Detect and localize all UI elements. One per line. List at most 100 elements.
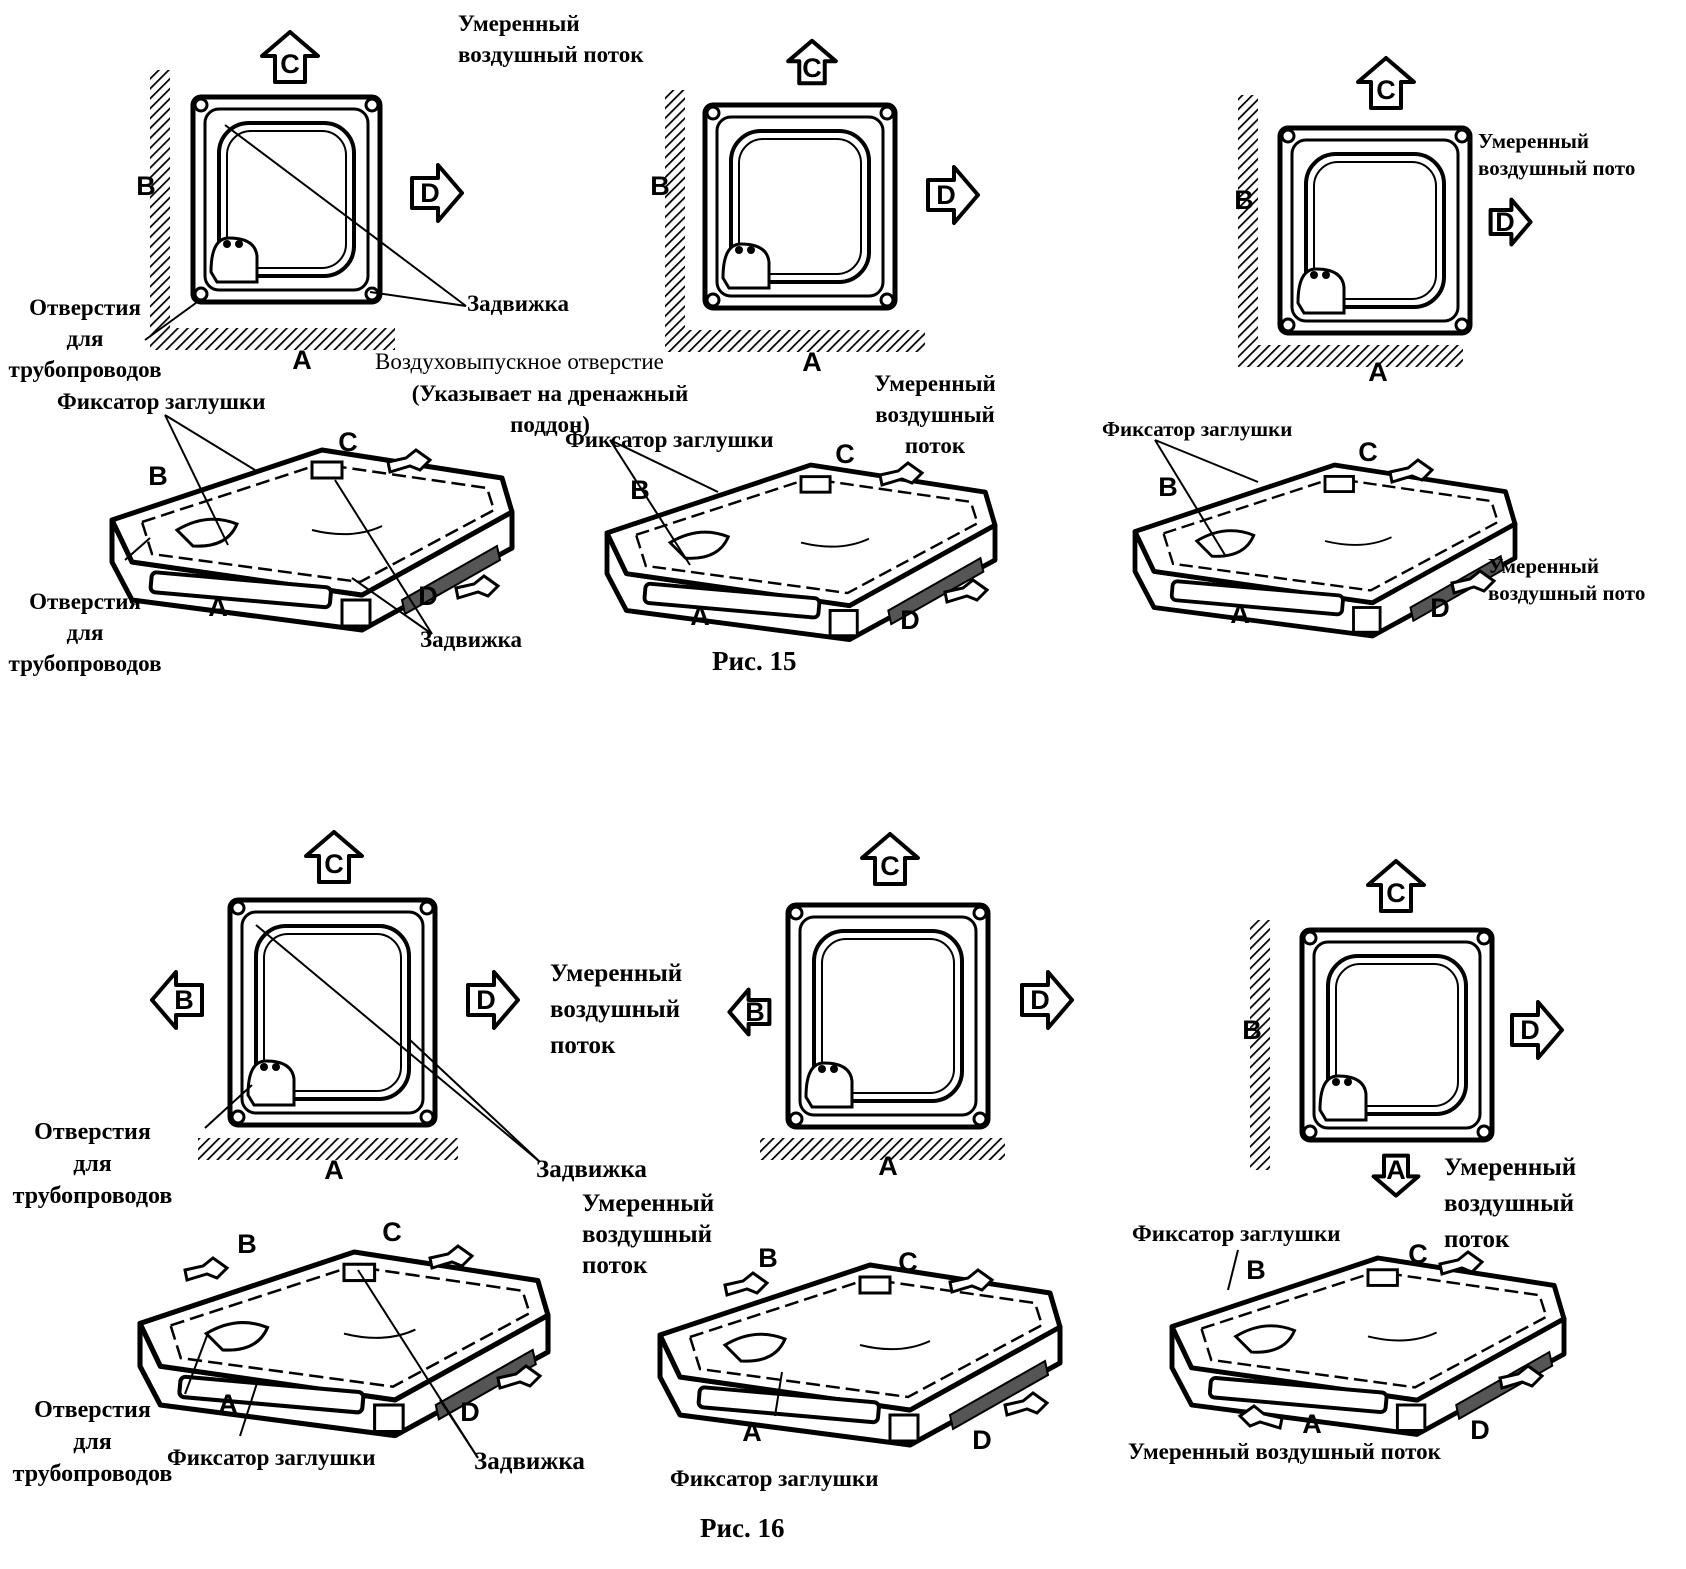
panel-inner-frame [203, 107, 370, 292]
side-letter: A [878, 1151, 898, 1181]
side-letter: D [476, 985, 496, 1015]
side-letter: D [460, 1397, 480, 1427]
leader-line [164, 414, 229, 546]
label-latch: Задвижка [420, 627, 523, 652]
panel-inner-frame [240, 910, 425, 1115]
leader-line [144, 299, 201, 341]
panel-grille-inner [1313, 161, 1437, 300]
air-outlet-louver [948, 1359, 1050, 1431]
leader-line [204, 1084, 253, 1129]
airflow-arrow-icon [410, 163, 464, 223]
side-letter: D [972, 1425, 992, 1455]
corner-screw-icon [1280, 317, 1296, 333]
side-letter: C [382, 1217, 402, 1247]
airflow-arrow-icon [727, 987, 772, 1037]
label-plug-holder: Фиксатор заглушки [670, 1466, 879, 1491]
side-letter: D [1470, 1415, 1490, 1445]
corner-screw-icon [879, 292, 895, 308]
leader-line [124, 537, 151, 561]
panel-grille [254, 924, 411, 1101]
latch-icon [858, 1275, 892, 1295]
label-plug-holder: Фиксатор заглушки [565, 427, 774, 452]
panel-grille-inner [821, 938, 955, 1094]
panel-top [1169, 1255, 1567, 1403]
leader-line [1154, 439, 1259, 483]
airflow-wave-arrow-icon [496, 1364, 543, 1390]
corner-screw-icon [879, 105, 895, 121]
label-moderate-airflow: Умеренный воздушный поток [550, 960, 683, 1059]
corner-screw-icon [788, 1111, 804, 1127]
latch-icon [1323, 474, 1355, 494]
pipe-outlet-icon [209, 236, 259, 284]
panel-grille [217, 121, 356, 278]
airflow-wave-arrow-icon [1450, 569, 1497, 595]
airflow-wave-arrow-icon [428, 1244, 475, 1270]
side-letter: B [630, 475, 650, 505]
latch-icon [1395, 1403, 1427, 1432]
side-letter: D [900, 605, 920, 635]
panel-top [657, 1262, 1063, 1413]
pipe-hole-icon [235, 240, 243, 248]
panel-inner-frame [1290, 138, 1460, 323]
corner-screw-icon [193, 286, 209, 302]
airflow-arrow-icon [1510, 1000, 1564, 1060]
pipe-outlet-icon [721, 242, 771, 290]
side-letter: A [1386, 1155, 1406, 1185]
panel-grille [1326, 954, 1468, 1116]
side-letter: A [1368, 357, 1388, 387]
airflow-wave-arrow-icon [1388, 458, 1435, 484]
side-letter: A [690, 601, 710, 631]
panel-grille-inner [263, 933, 402, 1092]
side-letter: B [1234, 185, 1254, 215]
label-moderate-airflow: Умеренный воздушный поток [1128, 1439, 1441, 1464]
corner-screw-icon [972, 1111, 988, 1127]
pipe-outlet-icon [1296, 267, 1346, 315]
panel-top [109, 447, 515, 598]
figure-caption: Рис. 16 [700, 1513, 785, 1543]
pipe-hole-icon [747, 246, 755, 254]
airflow-wave-arrow-icon [1438, 1250, 1485, 1276]
leader-line [409, 1039, 541, 1163]
airflow-arrow-icon [260, 30, 320, 84]
air-outlet-slot [1169, 579, 1345, 617]
latch-icon [828, 609, 859, 638]
panel-swirl [1367, 1331, 1438, 1342]
side-letter: C [1408, 1239, 1428, 1269]
side-letter: C [835, 439, 855, 469]
pipe-hole-icon [1310, 271, 1318, 279]
air-outlet-louver [887, 556, 985, 626]
wall-hatch [665, 330, 925, 352]
airflow-arrow-icon [786, 38, 838, 86]
side-letter: D [1495, 207, 1515, 237]
pipe-hole-icon [1332, 1078, 1340, 1086]
plug-holder-icon [722, 1332, 787, 1363]
air-outlet-louver [434, 1348, 537, 1421]
corner-screw-icon [419, 900, 435, 916]
airflow-arrow-icon [304, 830, 364, 884]
corner-screw-icon [972, 905, 988, 921]
airflow-arrow-icon [860, 832, 920, 886]
leader-line [369, 291, 467, 307]
side-letter: B [1246, 1255, 1266, 1285]
corner-screw-icon [705, 292, 721, 308]
air-outlet-slot [642, 581, 822, 620]
side-letter: D [936, 180, 956, 210]
label-pipe-holes: Отверстия для трубопроводов [8, 589, 162, 676]
pipe-hole-icon [272, 1063, 280, 1071]
side-letter: D [418, 581, 438, 611]
side-letter: C [898, 1247, 918, 1277]
airflow-arrow-icon [466, 970, 520, 1030]
panel-swirl [343, 1328, 416, 1339]
airflow-arrow-icon [1371, 1153, 1421, 1198]
airflow-wave-arrow-icon [943, 578, 990, 604]
label-pipe-holes: Отверстия для трубопроводов [12, 1119, 173, 1209]
label-pipe-holes: Отверстия для трубопроводов [12, 1397, 173, 1487]
panel-swirl [800, 537, 870, 548]
pipe-hole-icon [830, 1065, 838, 1073]
side-letter: C [280, 49, 300, 79]
corner-screw-icon [1454, 317, 1470, 333]
latch-icon [373, 1403, 405, 1434]
plug-holder-icon [174, 517, 239, 548]
